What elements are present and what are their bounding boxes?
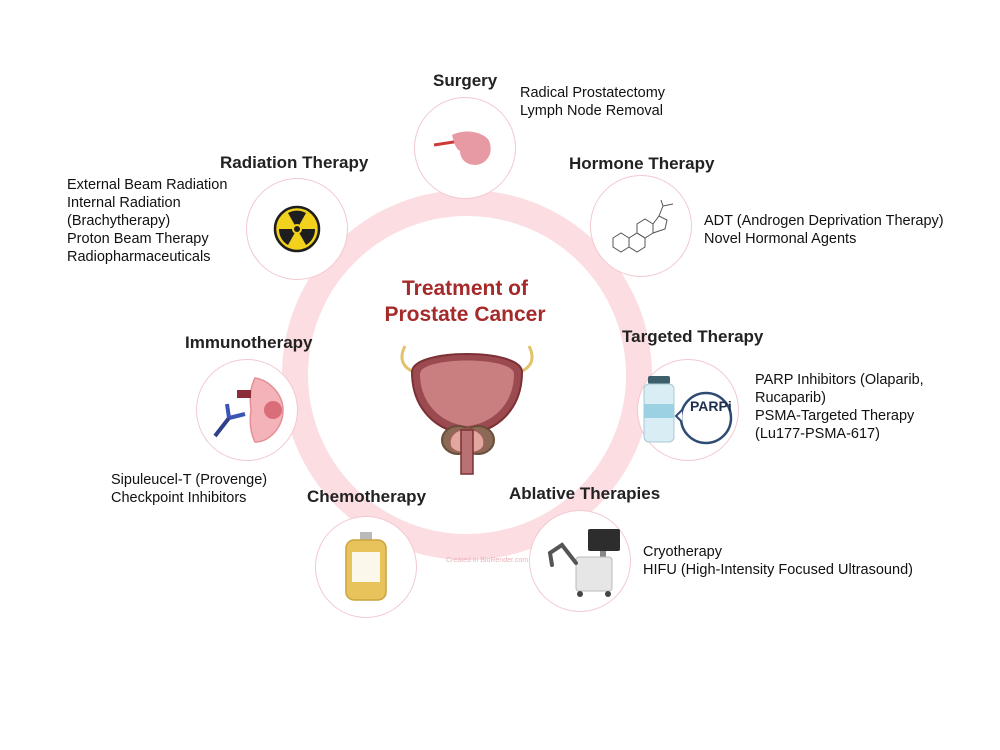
targeted-therapy-title: Targeted Therapy bbox=[622, 327, 764, 346]
center-title-line1: Treatment of bbox=[401, 277, 529, 300]
center-title-line2: Prostate Cancer bbox=[384, 303, 546, 326]
list-item: PARP Inhibitors (Olaparib, bbox=[755, 372, 924, 388]
chemotherapy-title: Chemotherapy bbox=[307, 487, 427, 506]
ablative-therapies-items: Cryotherapy HIFU (High-Intensity Focused… bbox=[643, 543, 913, 579]
list-item: HIFU (High-Intensity Focused Ultrasound) bbox=[643, 562, 913, 578]
immunotherapy-node bbox=[196, 359, 298, 461]
list-item: Cryotherapy bbox=[643, 544, 722, 560]
chemotherapy-node bbox=[315, 516, 417, 618]
hormone-therapy-title: Hormone Therapy bbox=[569, 154, 715, 173]
list-item: (Lu177-PSMA-617) bbox=[755, 426, 880, 442]
immunotherapy-items: Sipuleucel-T (Provenge) Checkpoint Inhib… bbox=[111, 471, 267, 507]
radiation-therapy-title: Radiation Therapy bbox=[220, 153, 369, 172]
list-item: PSMA-Targeted Therapy bbox=[755, 408, 915, 424]
list-item: Radiopharmaceuticals bbox=[67, 249, 211, 265]
radiation-therapy-items: External Beam Radiation Internal Radiati… bbox=[67, 176, 227, 266]
list-item: ADT (Androgen Deprivation Therapy) bbox=[704, 213, 944, 229]
list-item: Lymph Node Removal bbox=[520, 103, 663, 119]
prostate-organ-icon bbox=[400, 345, 534, 475]
watermark: Created in BioRender.com bbox=[446, 557, 529, 564]
list-item: Rucaparib) bbox=[755, 390, 826, 406]
vial-icon bbox=[643, 376, 733, 445]
surgery-items: Radical Prostatectomy Lymph Node Removal bbox=[520, 84, 665, 120]
list-item: (Brachytherapy) bbox=[67, 213, 171, 229]
list-item: Radical Prostatectomy bbox=[520, 85, 666, 101]
parpi-badge: PARPi bbox=[690, 398, 732, 414]
targeted-therapy-node bbox=[637, 359, 739, 461]
surgery-title: Surgery bbox=[433, 71, 498, 90]
hormone-therapy-items: ADT (Androgen Deprivation Therapy) Novel… bbox=[704, 212, 944, 248]
radiation-icon bbox=[273, 205, 321, 253]
iv-bag-icon bbox=[345, 532, 387, 601]
treatment-ring bbox=[282, 190, 652, 560]
ablative-therapies-title: Ablative Therapies bbox=[509, 484, 661, 503]
immunotherapy-title: Immunotherapy bbox=[185, 333, 313, 352]
radiation-therapy-node bbox=[246, 178, 348, 280]
hormone-therapy-node bbox=[590, 175, 692, 277]
molecule-icon bbox=[612, 199, 674, 253]
scalpel-hand-icon bbox=[433, 131, 491, 165]
list-item: Internal Radiation bbox=[67, 195, 181, 211]
antibody-cell-icon bbox=[213, 377, 284, 443]
ultrasound-machine-icon bbox=[547, 529, 620, 597]
list-item: Novel Hormonal Agents bbox=[704, 231, 857, 247]
surgery-node bbox=[414, 97, 516, 199]
list-item: Checkpoint Inhibitors bbox=[111, 490, 247, 506]
list-item: Proton Beam Therapy bbox=[67, 231, 209, 247]
list-item: Sipuleucel-T (Provenge) bbox=[111, 472, 268, 488]
targeted-therapy-items: PARP Inhibitors (Olaparib, Rucaparib) PS… bbox=[755, 371, 924, 443]
center-title: Treatment of Prostate Cancer bbox=[360, 276, 570, 328]
ablative-therapies-node bbox=[529, 510, 631, 612]
list-item: External Beam Radiation bbox=[67, 177, 228, 193]
